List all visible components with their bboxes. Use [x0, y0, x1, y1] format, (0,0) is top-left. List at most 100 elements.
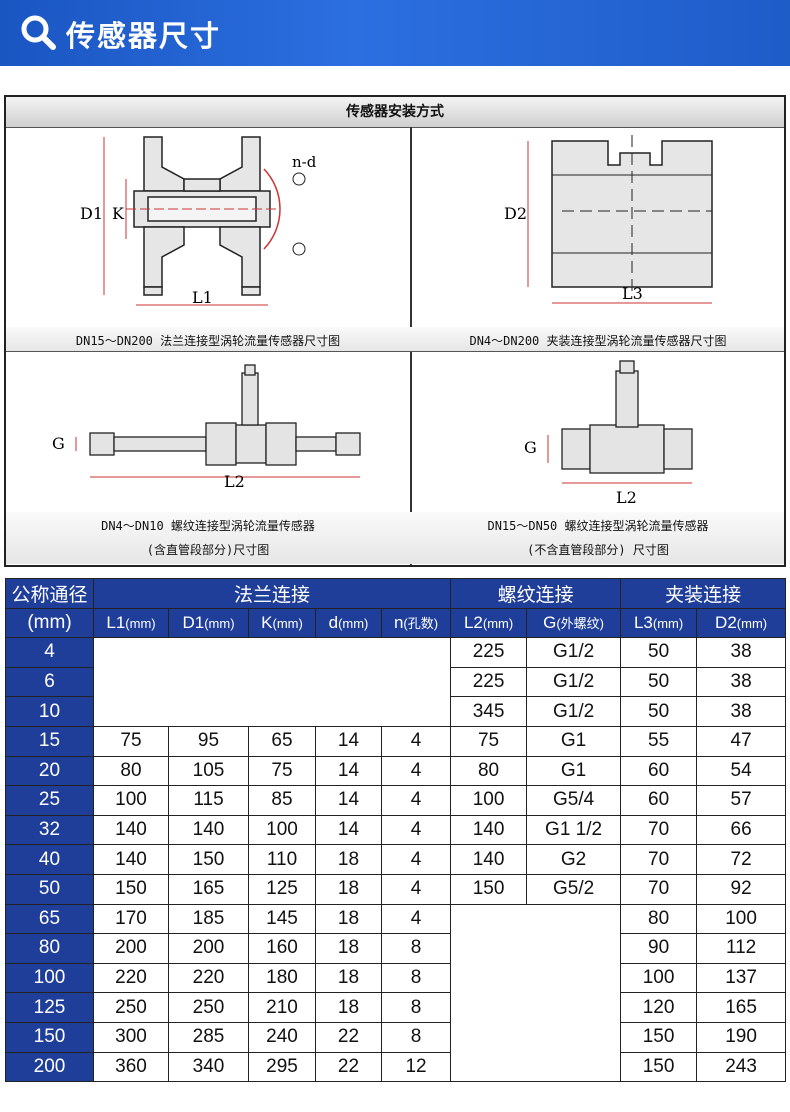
- dn-cell: 150: [5, 1021, 94, 1053]
- table-cell: 85: [248, 785, 316, 816]
- flange-sensor-drawing: D1 K L1 n-d: [80, 136, 317, 307]
- dn-cell: 125: [5, 992, 94, 1023]
- table-cell: 160: [248, 933, 316, 964]
- table-cell: 8: [380, 962, 452, 994]
- label-n-d: n-d: [292, 153, 317, 171]
- table-cell: 100: [450, 785, 528, 816]
- thread-long-caption-1: DN4～DN10 螺纹连接型涡轮流量传感器: [101, 519, 315, 533]
- label-K: K: [112, 204, 125, 223]
- table-cell: 18: [315, 873, 382, 905]
- label-L1: L1: [192, 288, 213, 307]
- table-cell: 340: [168, 1051, 249, 1083]
- table-cell: 345: [450, 696, 528, 727]
- table-cell: 150: [93, 873, 169, 905]
- magnifier-icon: [21, 15, 56, 50]
- table-cell: 250: [93, 992, 169, 1023]
- table-cell: 300: [93, 1021, 169, 1053]
- table-cell: 18: [315, 903, 382, 935]
- table-cell: 140: [450, 844, 528, 875]
- header-L2: L2(mm): [450, 607, 528, 639]
- table-cell: 50: [620, 666, 698, 698]
- table-cell: 200: [168, 933, 249, 964]
- diagram-title: 传感器安装方式: [6, 97, 784, 128]
- empty-thread-block: [450, 903, 622, 1083]
- table-cell: 22: [315, 1051, 382, 1083]
- table-cell: G1/2: [526, 696, 622, 727]
- table-cell: 360: [93, 1051, 169, 1083]
- table-cell: 180: [248, 962, 316, 994]
- table-cell: 12: [380, 1051, 452, 1083]
- label-D2: D2: [504, 204, 527, 223]
- thread-short-caption-1: DN15～DN50 螺纹连接型涡轮流量传感器: [487, 519, 709, 533]
- label-G-short: G: [524, 438, 537, 457]
- dn-cell: 65: [5, 903, 94, 935]
- table-cell: 95: [168, 725, 249, 757]
- table-cell: 140: [93, 844, 169, 875]
- table-cell: 190: [696, 1021, 787, 1053]
- dn-cell: 80: [5, 933, 94, 964]
- table-cell: 22: [315, 1021, 382, 1053]
- group-header-row: 公称通径 法兰连接 螺纹连接 夹装连接: [5, 578, 787, 609]
- table-cell: 50: [620, 696, 698, 727]
- table-cell: 150: [620, 1021, 698, 1053]
- table-cell: 100: [620, 962, 698, 994]
- table-cell: 220: [93, 962, 169, 994]
- header-d: d(mm): [315, 607, 382, 639]
- label-L3: L3: [622, 284, 643, 303]
- table-cell: 100: [696, 903, 787, 935]
- table-cell: 140: [450, 814, 528, 846]
- table-cell: 105: [168, 755, 249, 787]
- table-cell: 54: [696, 755, 787, 787]
- clamp-caption: DN4～DN200 夹装连接型涡轮流量传感器尺寸图: [469, 334, 727, 348]
- flange-caption: DN15～DN200 法兰连接型涡轮流量传感器尺寸图: [75, 334, 341, 348]
- header-dn: 公称通径: [5, 578, 94, 609]
- dn-cell: 50: [5, 873, 94, 905]
- caption-bar-top: [6, 327, 784, 351]
- dimension-table: 公称通径 法兰连接 螺纹连接 夹装连接 (mm) L1(mm) D1(mm) K…: [5, 578, 787, 1083]
- dn-cell: 100: [5, 962, 94, 994]
- table-cell: 70: [620, 873, 698, 905]
- table-cell: 14: [315, 755, 382, 787]
- table-cell: 65: [248, 725, 316, 757]
- table-cell: 285: [168, 1021, 249, 1053]
- table-cell: 75: [93, 725, 169, 757]
- table-cell: 170: [93, 903, 169, 935]
- table-cell: 75: [248, 755, 316, 787]
- dn-cell: 20: [5, 755, 94, 787]
- table-cell: 18: [315, 992, 382, 1023]
- thread-short-caption-2: (不含直管段部分) 尺寸图: [527, 543, 669, 557]
- header-D1: D1(mm): [168, 607, 249, 639]
- header-L1: L1(mm): [93, 607, 169, 639]
- table-cell: 200: [93, 933, 169, 964]
- dimension-table-wrapper: 公称通径 法兰连接 螺纹连接 夹装连接 (mm) L1(mm) D1(mm) K…: [5, 578, 787, 1083]
- table-cell: 112: [696, 933, 787, 964]
- table-cell: 47: [696, 725, 787, 757]
- table-cell: 110: [248, 844, 316, 875]
- table-cell: 150: [168, 844, 249, 875]
- dn-cell: 6: [5, 666, 94, 698]
- label-L2-long: L2: [224, 472, 245, 491]
- table-cell: 75: [450, 725, 528, 757]
- table-cell: 225: [450, 666, 528, 698]
- table-cell: 90: [620, 933, 698, 964]
- table-cell: 92: [696, 873, 787, 905]
- table-cell: 4: [380, 844, 452, 875]
- dn-cell: 32: [5, 814, 94, 846]
- table-cell: G5/4: [526, 785, 622, 816]
- table-cell: 137: [696, 962, 787, 994]
- table-cell: 185: [168, 903, 249, 935]
- table-cell: 140: [93, 814, 169, 846]
- table-cell: 14: [315, 725, 382, 757]
- header-dn-unit: (mm): [5, 607, 94, 639]
- table-cell: 80: [450, 755, 528, 787]
- header-K: K(mm): [248, 607, 316, 639]
- table-cell: 4: [380, 725, 452, 757]
